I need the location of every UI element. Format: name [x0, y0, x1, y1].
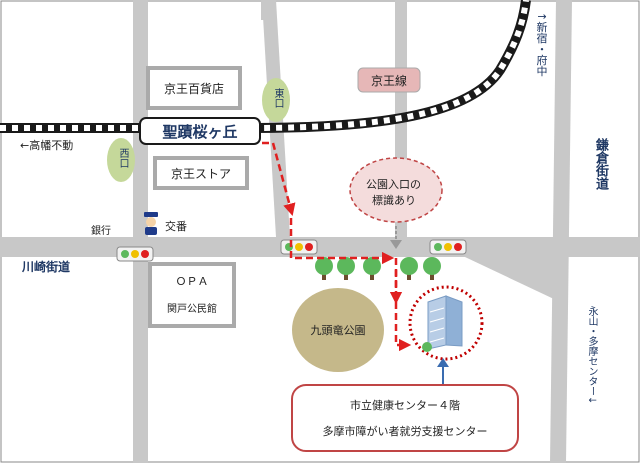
kawasaki-kaido-road	[0, 237, 640, 257]
route-segment-2	[289, 218, 395, 265]
keio-railway-ties	[0, 0, 529, 131]
kamakura-kaido-road	[550, 0, 572, 463]
west-exit-oval	[107, 138, 135, 182]
traffic-light-icon	[280, 239, 318, 255]
park-entrance-line1: 公園入口の	[366, 178, 421, 191]
east-exit-oval	[262, 78, 290, 122]
keio-store-label: 京王ストア	[170, 166, 231, 181]
opa-label: ＯＰＡ	[175, 275, 209, 288]
traffic-light-icon	[116, 246, 154, 262]
shinjuku-label: ↑新宿・府中	[535, 12, 548, 77]
takahata-label: ←高幡不動	[20, 139, 74, 152]
sekido-kominkan-label: 関戸公民館	[167, 303, 217, 315]
opa-block	[148, 262, 236, 328]
tree-icon	[423, 257, 441, 280]
west-exit-label: 西口	[117, 148, 128, 168]
koban-label: 交番	[165, 220, 187, 233]
park-entrance-oval	[349, 157, 443, 223]
park-label: 九頭竜公園	[310, 324, 366, 337]
west-street-road	[133, 0, 148, 463]
route-segment-1	[262, 141, 296, 217]
kamakura-kaido-label: 鎌倉街道	[593, 138, 608, 190]
callout-box	[291, 384, 519, 452]
traffic-light-icon	[429, 239, 467, 255]
park-entrance-line2: 標識あり	[372, 194, 416, 207]
road-marker-icon	[390, 226, 402, 249]
station-label: 聖蹟桜ヶ丘	[162, 122, 238, 141]
office-building-icon	[422, 295, 463, 352]
tree-icon	[315, 257, 333, 280]
bank-label: 銀行	[91, 226, 111, 237]
nagayama-label: 永山・多摩センター↓	[586, 306, 597, 405]
callout-line1: 市立健康センター４階	[350, 399, 460, 412]
station-box	[139, 117, 261, 145]
callout-pointer-head	[437, 358, 449, 367]
park-area	[292, 288, 384, 372]
keio-line-box	[357, 67, 421, 93]
keio-dept-block	[146, 66, 242, 110]
east-exit-label: 東口	[272, 88, 283, 108]
merge-road	[465, 257, 556, 300]
keio-store-block	[153, 156, 249, 190]
kawasaki-kaido-label: 川崎街道	[22, 260, 71, 274]
keio-line-label: 京王線	[370, 73, 407, 88]
police-officer-icon	[144, 212, 158, 235]
callout-line2: 多摩市障がい者就労支援センター	[322, 425, 488, 438]
tree-icon	[337, 257, 355, 280]
tree-icon	[400, 257, 418, 280]
tree-icon	[363, 257, 381, 280]
keio-dept-label: 京王百貨店	[163, 81, 224, 96]
